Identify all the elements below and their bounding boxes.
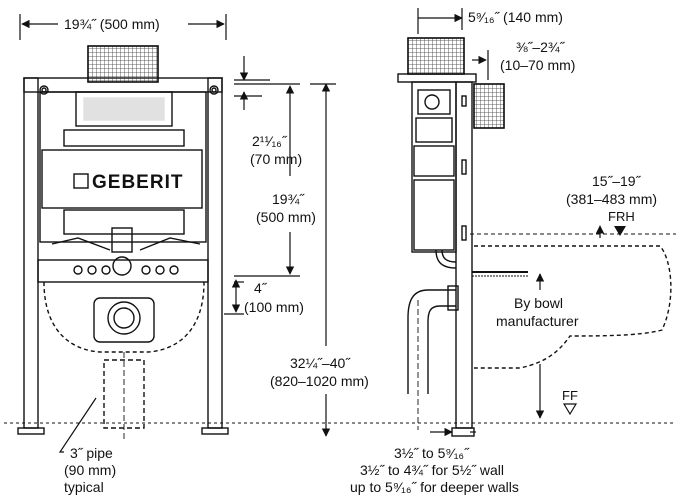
bowl-note-manufacturer: manufacturer xyxy=(496,313,579,329)
bowl-height-in: 15˝–19˝ xyxy=(592,173,642,189)
flush-plate-housing xyxy=(75,91,173,127)
left-frame-post xyxy=(23,77,39,429)
width-dimension: 19¾˝ (500 mm) xyxy=(64,16,160,32)
left-foot xyxy=(17,427,45,435)
pipe-leader-line xyxy=(58,397,97,453)
side-bowl-outline xyxy=(474,245,672,369)
supply-valve xyxy=(111,227,133,253)
cistern-base xyxy=(63,209,185,235)
total-height-mm: (820–1020 mm) xyxy=(270,373,369,389)
drain-height-mm: (100 mm) xyxy=(244,299,304,315)
bowl-height-mm: (381–483 mm) xyxy=(566,191,657,207)
cistern-lower-band xyxy=(41,149,203,209)
right-frame-post xyxy=(207,77,223,429)
side-flush-grid xyxy=(407,37,465,75)
mid-height-mm: (500 mm) xyxy=(256,209,316,225)
cistern-band xyxy=(63,129,185,147)
drain-bracket-rail xyxy=(37,259,209,283)
flush-valve-box xyxy=(87,45,159,83)
side-frame-post xyxy=(455,81,473,429)
side-top-cap xyxy=(397,73,477,83)
total-height-in: 32¼˝–40˝ xyxy=(290,355,351,371)
side-dimensions xyxy=(417,8,605,437)
supply-hose xyxy=(435,249,457,269)
bolt-icon xyxy=(39,85,49,95)
front-dimensions xyxy=(19,14,336,453)
right-foot xyxy=(201,427,229,435)
frh-marker-icon xyxy=(614,226,626,236)
side-view xyxy=(397,37,676,437)
pipe-note-typical: typical xyxy=(64,479,104,495)
depth-note-2: 3½˝ to 4¾˝ for 5½˝ wall xyxy=(360,462,504,478)
bolt-icon xyxy=(209,85,219,95)
side-wall-grid xyxy=(473,83,505,129)
brand-logo-mark xyxy=(73,173,89,189)
mid-height-in: 19¾˝ xyxy=(272,191,305,207)
flush-valve-grid xyxy=(87,45,159,83)
top-offset-mm: (70 mm) xyxy=(250,151,302,167)
top-offset-in: 2¹¹⁄₁₆˝ xyxy=(252,133,288,149)
frh-label: FRH xyxy=(608,209,635,224)
bolt-icon xyxy=(211,87,217,93)
side-top-depth: 5⁹⁄₁₆˝ (140 mm) xyxy=(468,9,563,25)
pipe-note-size: 3˝ pipe xyxy=(70,445,113,461)
pipe-note-mm: (90 mm) xyxy=(64,462,116,478)
supply-connection-icon xyxy=(112,256,132,276)
drain-elbow xyxy=(93,297,155,343)
flush-plate-mm: (10–70 mm) xyxy=(500,57,575,73)
bowl-note-by: By bowl xyxy=(514,295,563,311)
drain-height-in: 4˝ xyxy=(254,280,268,296)
front-view: GEBERIT xyxy=(4,45,676,440)
bowl-outline xyxy=(43,281,205,353)
ff-marker-icon xyxy=(562,403,578,416)
supply-pipe xyxy=(51,237,201,251)
flush-plate-window xyxy=(83,97,165,121)
side-drain-elbow-outer xyxy=(407,289,456,394)
depth-note-3: up to 5⁹⁄₁₆˝ for deeper walls xyxy=(350,479,519,495)
brand-logo: GEBERIT xyxy=(92,172,183,193)
flush-plate-in: ⅜˝–2¾˝ xyxy=(516,39,566,55)
ff-label: FF xyxy=(562,388,578,403)
drain-opening xyxy=(107,301,141,335)
depth-note-1: 3½˝ to 5⁹⁄₁₆˝ xyxy=(394,445,470,461)
side-drain-elbow-inner xyxy=(427,305,456,394)
